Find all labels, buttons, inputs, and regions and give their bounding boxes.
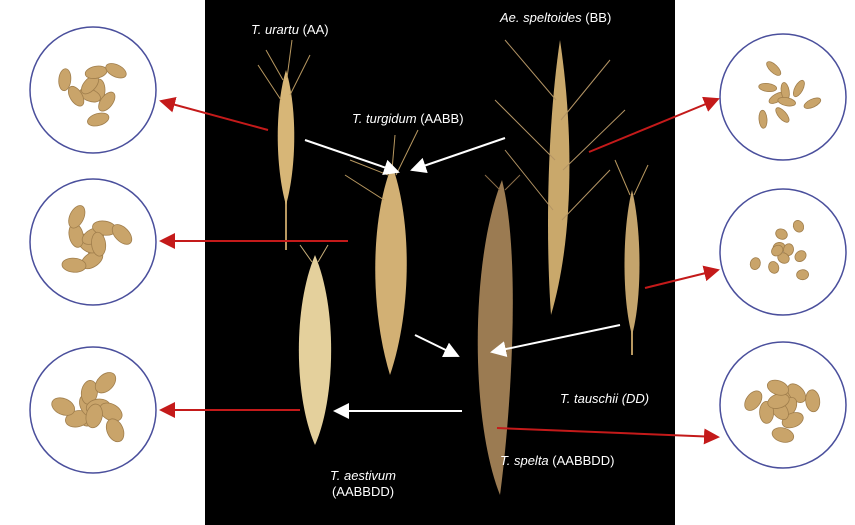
- photo-panel: [205, 0, 675, 525]
- label-turgidum-name: T. turgidum: [352, 111, 417, 126]
- label-spelta-name: T. spelta: [500, 453, 549, 468]
- label-urartu-name: T. urartu: [251, 22, 299, 37]
- grain-circle-tauschii: [720, 189, 846, 315]
- label-tauschii-genome: (DD): [622, 391, 649, 406]
- label-turgidum: T. turgidum (AABB): [352, 111, 464, 127]
- label-speltoides: Ae. speltoides (BB): [500, 10, 611, 26]
- label-turgidum-genome: (AABB): [420, 111, 463, 126]
- label-urartu: T. urartu (AA): [251, 22, 329, 38]
- label-aestivum: T. aestivum (AABBDD): [330, 468, 396, 500]
- label-aestivum-genome: (AABBDD): [332, 484, 394, 499]
- label-speltoides-genome: (BB): [585, 10, 611, 25]
- label-spelta-genome: (AABBDD): [552, 453, 614, 468]
- label-spelta: T. spelta (AABBDD): [500, 453, 614, 469]
- label-tauschii: T. tauschii (DD): [560, 391, 649, 407]
- label-tauschii-name: T. tauschii: [560, 391, 618, 406]
- label-aestivum-name: T. aestivum: [330, 468, 396, 483]
- label-speltoides-name: Ae. speltoides: [500, 10, 582, 25]
- label-urartu-genome: (AA): [303, 22, 329, 37]
